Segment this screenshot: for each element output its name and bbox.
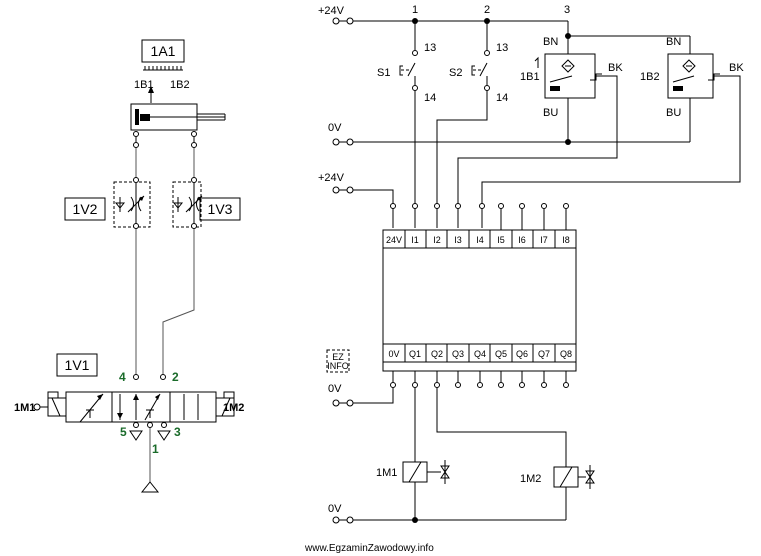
plc-supply-label: +24V: [318, 172, 345, 184]
port-2-label: 2: [172, 370, 179, 384]
plc-in-2: I2: [433, 235, 441, 245]
s1-contact-13: 13: [424, 42, 436, 54]
sensor-1b2-bu: BU: [666, 107, 681, 119]
plc-out-7: Q7: [538, 349, 550, 359]
plc-in-4: I4: [476, 235, 484, 245]
sensor-1b1-bn: BN: [543, 36, 558, 48]
plc-out-4: Q4: [474, 349, 486, 359]
sensor-1b1: [457, 21, 618, 228]
cylinder-label-box: [141, 39, 185, 63]
plc-in-5: I5: [497, 235, 505, 245]
plc-in-0: 24V: [386, 235, 402, 245]
zero-v-label-1: 0V: [328, 122, 342, 134]
sensor-rail: [143, 66, 183, 71]
logo-line-1: EZ: [332, 352, 344, 362]
sensor-arrow-icon: [534, 56, 539, 68]
s2-contact-14: 14: [496, 92, 508, 104]
supply-top-label: +24V: [318, 5, 345, 17]
pneumatic-circuit: 1A1 1B1 1B2: [14, 39, 244, 493]
sensor-1b1-bu: BU: [543, 107, 558, 119]
port-1-label: 1: [152, 442, 159, 456]
plc-input-pins: [390, 203, 569, 230]
sensor-1b2: [481, 40, 741, 228]
plc-in-8: I8: [562, 235, 570, 245]
valve-coil-right-label: 1M2: [223, 402, 244, 414]
zero-v-label-2: 0V: [328, 383, 342, 395]
s1-contact-14: 14: [424, 92, 436, 104]
coil-1m1-label: 1M1: [376, 467, 397, 479]
plc-out-3: Q3: [452, 349, 464, 359]
valve-label: 1V1: [65, 357, 90, 373]
sensor-1b2-bn: BN: [666, 36, 681, 48]
exhaust-5-icon: [129, 430, 143, 441]
coil-1m1: [402, 460, 450, 520]
plc-input-labels: 24V I1 I2 I3 I4 I5 I6 I7 I8: [386, 235, 570, 245]
sensor-1b2-bk: BK: [729, 62, 744, 74]
valve-coil-left-label: 1M1: [14, 402, 35, 414]
switch-s2-label: S2: [449, 67, 462, 79]
plc-output-pins: [390, 371, 569, 388]
plc-out-2: Q2: [431, 349, 443, 359]
sensor-arrow-icon: [148, 86, 154, 93]
plc-out-5: Q5: [495, 349, 507, 359]
sensor-1b1-label: 1B1: [520, 71, 540, 83]
solenoid-left: [33, 391, 66, 417]
s2-contact-13: 13: [496, 42, 508, 54]
throttle-valve-right: [172, 177, 203, 229]
throttle-valve-left: [113, 177, 151, 229]
switch-s2: [436, 21, 490, 228]
electrical-circuit: +24V 1 2 3 S1 13 14: [318, 4, 744, 524]
ez-info-logo: EZ INFO: [326, 349, 350, 373]
plc-out-8: Q8: [560, 349, 572, 359]
coil-1m2-label: 1M2: [520, 473, 541, 485]
switch-s1: [399, 21, 418, 228]
throttle-right-label-box: [199, 197, 241, 221]
cylinder-label: 1A1: [151, 43, 176, 59]
plc-out-1: Q1: [409, 349, 421, 359]
plc-out-6: Q6: [516, 349, 528, 359]
air-supply-icon: [140, 481, 160, 493]
cyl-sensor-left-label: 1B1: [134, 79, 154, 91]
plc-in-3: I3: [454, 235, 462, 245]
switch-s1-label: S1: [377, 67, 390, 79]
valve-label-box: [56, 353, 98, 377]
sensor-1b1-bk: BK: [608, 62, 623, 74]
plc-out-0: 0V: [388, 349, 399, 359]
coil-1m2: [553, 465, 595, 520]
throttle-left-label-box: [64, 197, 106, 221]
column-3-label: 3: [564, 4, 570, 16]
valve-5-2: [65, 391, 217, 423]
throttle-left-label: 1V2: [73, 201, 98, 217]
plc-output-labels: 0V Q1 Q2 Q3 Q4 Q5 Q6 Q7 Q8: [388, 349, 572, 359]
port-5-label: 5: [120, 425, 127, 439]
port-4-label: 4: [119, 370, 126, 384]
column-2-label: 2: [484, 4, 490, 16]
solenoid-right: [216, 391, 235, 417]
zero-v-label-3: 0V: [328, 503, 342, 515]
plc-in-6: I6: [518, 235, 526, 245]
watermark: www.EgzaminZawodowy.info: [304, 543, 434, 554]
exhaust-3-icon: [157, 430, 171, 441]
cylinder-piston: [135, 109, 139, 125]
logo-line-2: INFO: [327, 361, 349, 371]
sensor-1b2-label: 1B2: [640, 71, 660, 83]
cyl-sensor-right-label: 1B2: [170, 79, 190, 91]
throttle-right-label: 1V3: [208, 201, 233, 217]
plc-in-1: I1: [411, 235, 419, 245]
port-3-label: 3: [174, 425, 181, 439]
column-1-label: 1: [412, 4, 418, 16]
plc-in-7: I7: [540, 235, 548, 245]
